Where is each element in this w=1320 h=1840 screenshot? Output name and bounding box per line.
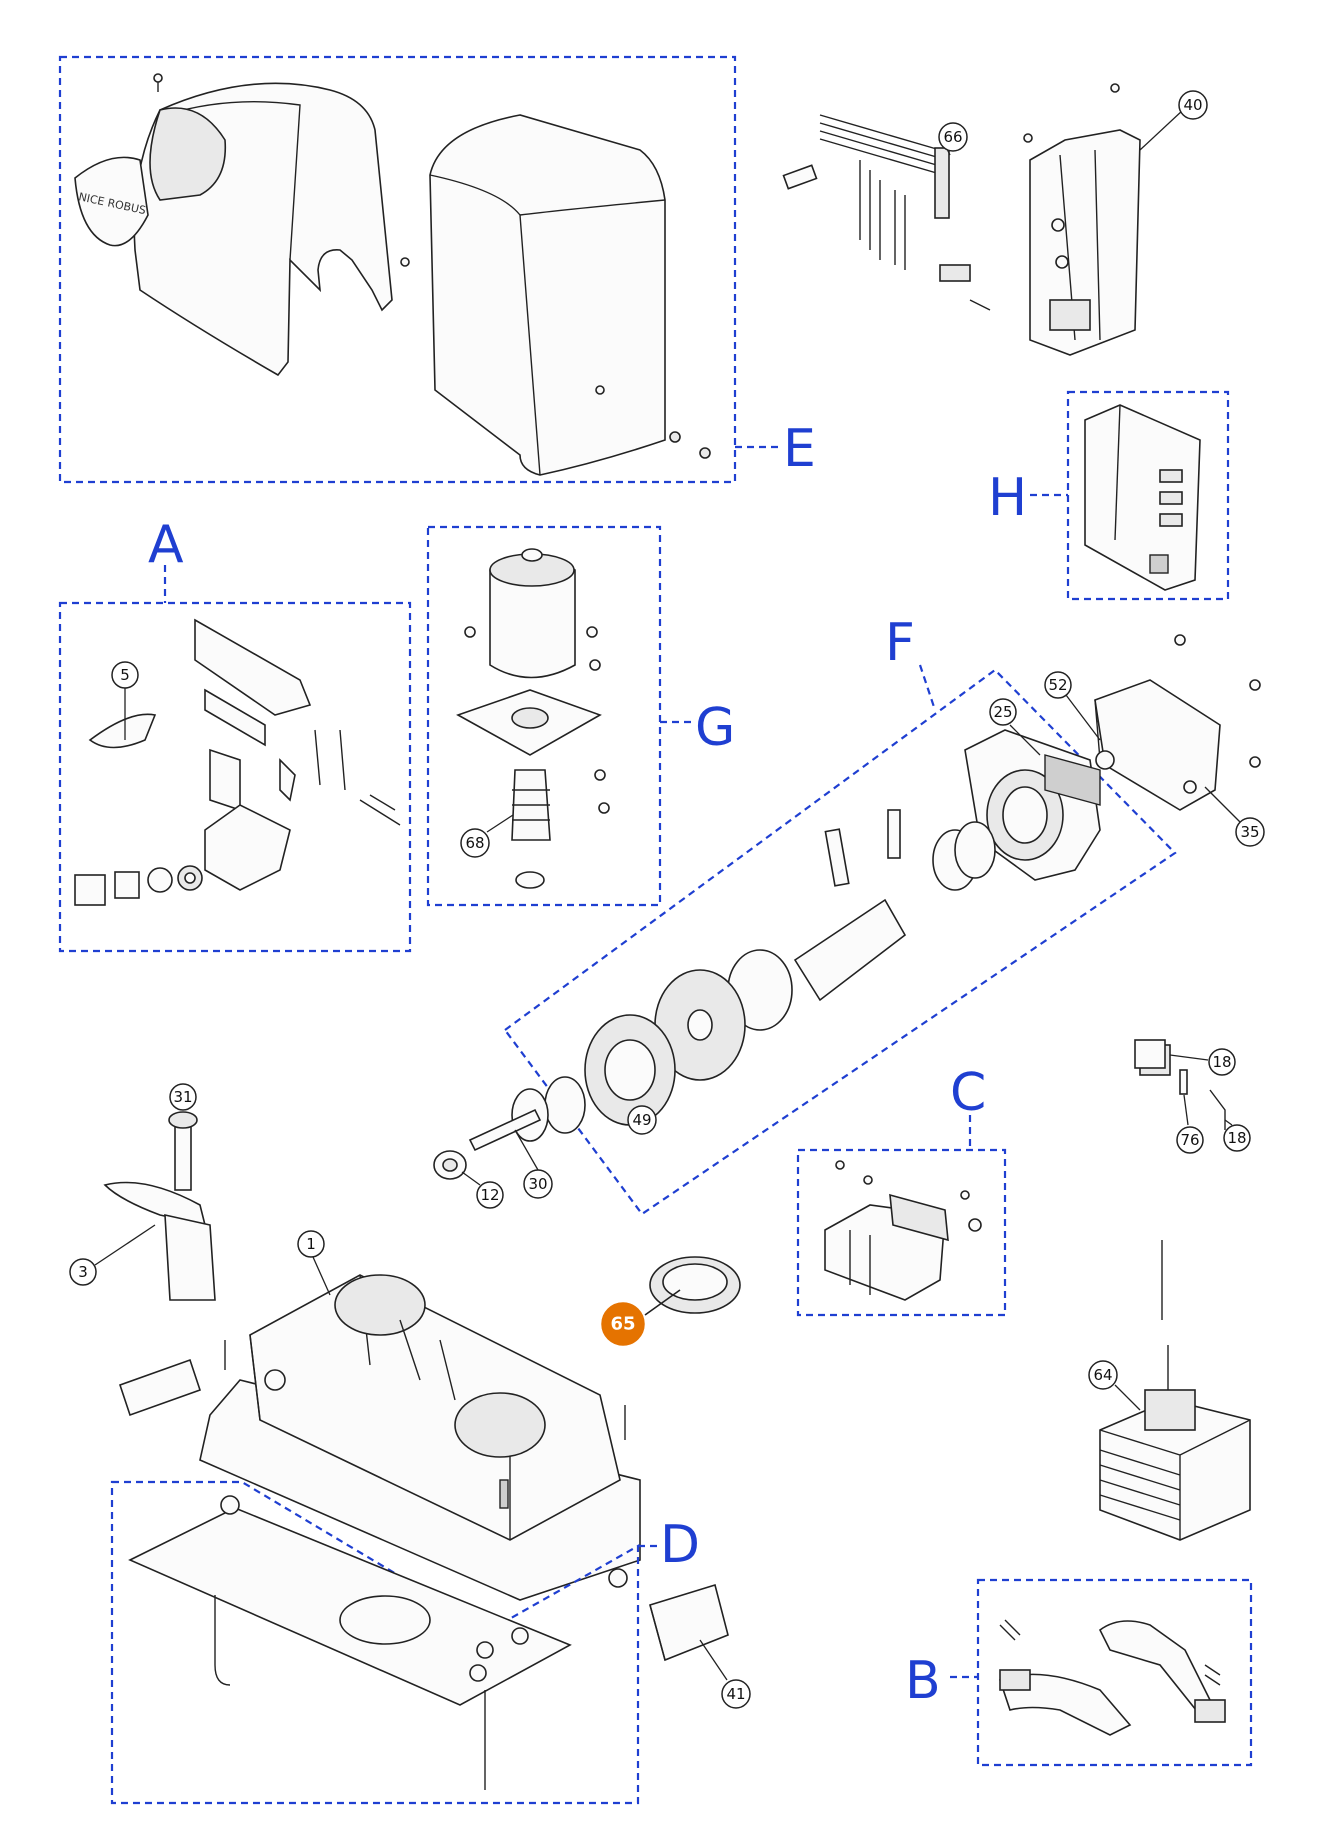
rear-cover (429, 114, 711, 476)
callout-40[interactable]: 40 (1139, 90, 1208, 151)
group-d[interactable]: D (110, 1480, 700, 1805)
svg-text:40: 40 (1183, 96, 1202, 114)
group-c-outline (796, 1148, 1007, 1317)
callout-64[interactable]: 64 (1088, 1360, 1141, 1411)
group-b[interactable]: B (905, 1578, 1253, 1767)
callout-35[interactable]: 35 (1204, 786, 1265, 847)
group-g[interactable]: G (426, 525, 735, 907)
group-a-outline (58, 601, 412, 953)
callout-65[interactable]: 65 (601, 1289, 681, 1346)
control-bracket (1023, 83, 1141, 356)
callout-12[interactable]: 12 (461, 1171, 504, 1209)
svg-text:18: 18 (1227, 1129, 1246, 1147)
group-g-outline (426, 525, 662, 907)
front-cover: NICE ROBUS (74, 73, 410, 377)
svg-text:64: 64 (1093, 1366, 1112, 1384)
svg-text:18: 18 (1212, 1053, 1231, 1071)
motor (456, 548, 610, 889)
group-e-outline (58, 55, 737, 484)
wiring-harness (782, 114, 991, 311)
flange-cover (1094, 634, 1261, 811)
callout-76[interactable]: 76 (1176, 1094, 1204, 1154)
group-h[interactable]: H (988, 390, 1230, 601)
callout-66[interactable]: 66 (938, 122, 968, 156)
group-f-outline (503, 668, 1177, 1216)
svg-text:35: 35 (1240, 823, 1259, 841)
release-lever (103, 1111, 216, 1301)
group-e-label: E (783, 419, 816, 479)
group-b-label: B (905, 1651, 941, 1711)
limit-switch-assembly (824, 1160, 982, 1301)
svg-text:52: 52 (1048, 676, 1067, 694)
callout-18-upper[interactable]: 18 (1169, 1048, 1236, 1076)
callout-18-lower[interactable]: 18 (1223, 1119, 1251, 1152)
callout-31[interactable]: 31 (169, 1083, 197, 1111)
group-g-label: G (695, 698, 735, 758)
group-c-label: C (950, 1063, 986, 1123)
svg-text:49: 49 (632, 1111, 651, 1129)
svg-text:41: 41 (726, 1685, 745, 1703)
group-f[interactable]: F (503, 613, 1177, 1216)
gearbox-assembly (511, 729, 1101, 1142)
seal-ring (649, 1256, 741, 1314)
svg-text:76: 76 (1180, 1131, 1199, 1149)
group-d-label: D (660, 1515, 700, 1575)
end-cap (649, 1583, 729, 1662)
svg-text:30: 30 (528, 1175, 547, 1193)
callout-3[interactable]: 3 (69, 1224, 156, 1286)
svg-text:3: 3 (78, 1263, 88, 1281)
control-board (1084, 404, 1201, 591)
callout-41[interactable]: 41 (699, 1639, 751, 1709)
foundation-plate (128, 1495, 628, 1790)
base-housing (199, 1274, 641, 1601)
group-a[interactable]: A (58, 515, 412, 953)
switch-parts (1134, 1039, 1226, 1130)
group-h-label: H (988, 468, 1027, 528)
shaft-parts (433, 1108, 542, 1180)
group-c[interactable]: C (796, 1063, 1007, 1317)
callout-30[interactable]: 30 (514, 1129, 553, 1199)
release-mechanism (74, 618, 401, 906)
callout-49[interactable]: 49 (627, 1105, 657, 1135)
group-e[interactable]: E (58, 55, 816, 484)
svg-text:66: 66 (943, 128, 962, 146)
transformer (1099, 1240, 1251, 1541)
svg-text:12: 12 (480, 1186, 499, 1204)
side-parts (118, 1340, 626, 1440)
callout-68[interactable]: 68 (460, 814, 514, 858)
svg-text:68: 68 (465, 834, 484, 852)
group-a-label: A (148, 515, 184, 575)
svg-text:1: 1 (306, 1235, 316, 1253)
group-b-outline (976, 1578, 1253, 1767)
svg-text:25: 25 (993, 703, 1012, 721)
svg-text:31: 31 (173, 1088, 192, 1106)
group-f-label: F (885, 613, 915, 673)
svg-text:65: 65 (610, 1314, 635, 1335)
limit-brackets (998, 1619, 1226, 1736)
svg-text:5: 5 (120, 666, 130, 684)
callout-52[interactable]: 52 (1044, 671, 1101, 741)
callout-5[interactable]: 5 (111, 661, 139, 740)
callout-1[interactable]: 1 (297, 1230, 331, 1296)
callout-25[interactable]: 25 (989, 698, 1041, 756)
